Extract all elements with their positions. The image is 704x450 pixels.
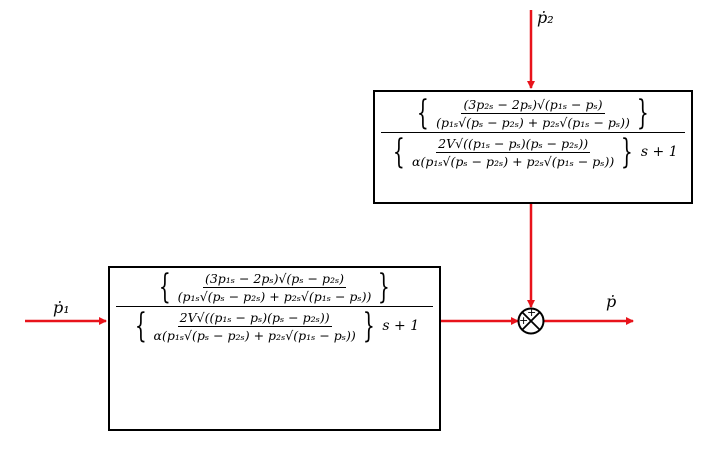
input-1-label: ṗ₁ [53,298,70,317]
transfer-function-2: { (3p₂ₛ − 2pₛ)√(p₁ₛ − pₛ)(p₁ₛ√(pₛ − p₂ₛ)… [375,96,691,169]
junction-sign-left: + [519,314,529,327]
summing-junction [517,307,545,335]
denominator-bottom: α(p₁ₛ√(pₛ − p₂ₛ) + p₂ₛ√(p₁ₛ − pₛ)) [412,153,615,169]
numerator-bottom: (p₁ₛ√(pₛ − p₂ₛ) + p₂ₛ√(p₁ₛ − pₛ)) [436,114,630,130]
denominator-tail: s + 1 [382,318,420,334]
denominator-tail: s + 1 [640,144,678,160]
numerator-top: (3p₁ₛ − 2pₛ)√(pₛ − p₂ₛ) [202,270,347,288]
denominator-top: 2V√((p₁ₛ − pₛ)(pₛ − p₂ₛ)) [436,135,591,153]
transfer-function-1: { (3p₁ₛ − 2pₛ)√(pₛ − p₂ₛ)(p₁ₛ√(pₛ − p₂ₛ)… [110,270,439,343]
denominator-top: 2V√((p₁ₛ − pₛ)(pₛ − p₂ₛ)) [177,309,332,327]
numerator-top: (3p₂ₛ − 2pₛ)√(p₁ₛ − pₛ) [461,96,605,114]
transfer-function-block-2: { (3p₂ₛ − 2pₛ)√(p₁ₛ − pₛ)(p₁ₛ√(pₛ − p₂ₛ)… [373,90,693,204]
junction-sign-top: + [527,306,537,319]
input-2-label: ṗ₂ [537,8,554,27]
fraction-bar [116,306,433,307]
denominator-bottom: α(p₁ₛ√(pₛ − p₂ₛ) + p₂ₛ√(p₁ₛ − pₛ)) [153,327,356,343]
fraction-bar [381,132,685,133]
output-label: ṗ [606,292,617,311]
numerator-bottom: (p₁ₛ√(pₛ − p₂ₛ) + p₂ₛ√(p₁ₛ − pₛ)) [177,288,372,304]
transfer-function-block-1: { (3p₁ₛ − 2pₛ)√(pₛ − p₂ₛ)(p₁ₛ√(pₛ − p₂ₛ)… [108,266,441,431]
